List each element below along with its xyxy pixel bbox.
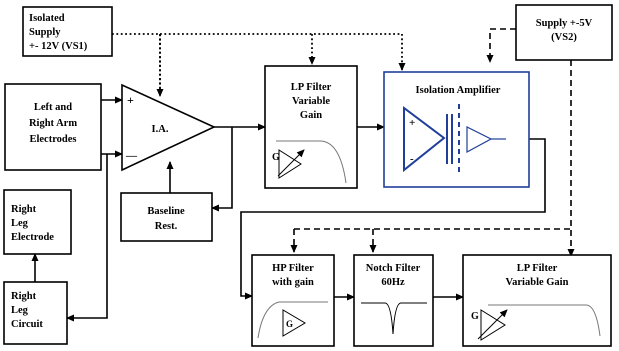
ia-to-baseline-feedback [211, 127, 233, 212]
electrodes-line-2: Right Arm [29, 118, 77, 129]
iso-input-amp-symbol [403, 106, 446, 173]
hp-filter-line-1: HP Filter [272, 263, 314, 274]
lp-filter-2-block: LP Filter Variable Gain G [462, 254, 612, 347]
supply-5v-block: Supply +-5V (VS2) [515, 4, 613, 61]
rl-circuit-line-2: Leg [11, 305, 29, 316]
lp-filter-2-gain-icon [480, 309, 506, 341]
rl-circuit-line-1: Right [11, 291, 37, 302]
iso-minus-sign: - [410, 153, 414, 165]
rl-electrode-line-2: Leg [11, 218, 29, 229]
connections [31, 28, 575, 322]
electrodes-line-1: Left and [34, 102, 72, 113]
baseline-line-1: Baseline [147, 206, 185, 217]
lp-filter-2-line-1: LP Filter [517, 263, 558, 274]
lp-filter-1-gain-icon [278, 149, 302, 179]
right-leg-electrode-block: Right Leg Electrode [3, 189, 72, 255]
electrodes-line-3: Electrodes [29, 134, 76, 145]
hp-filter-line-2: with gain [272, 277, 314, 288]
hp-filter-gain-icon [282, 309, 306, 337]
isolated-supply-line-1: Isolated [29, 13, 65, 24]
notch-filter-block: Notch Filter 60Hz [353, 254, 434, 347]
rl-electrode-line-3: Electrode [11, 232, 54, 243]
arm-electrodes-block: Left and Right Arm Electrodes [4, 83, 102, 171]
ia-label: I.A. [152, 124, 169, 135]
right-leg-circuit-block: Right Leg Circuit [3, 281, 68, 345]
ia-minus-sign: — [125, 150, 138, 162]
hp-filter-gain-letter: G [286, 319, 293, 329]
lp-filter-1-line-2: Variable [292, 96, 330, 107]
isolation-amplifier-block: Isolation Amplifier + - [383, 71, 530, 188]
hp-filter-block: HP Filter with gain G [251, 254, 335, 347]
vs2-to-iso-line [486, 28, 516, 63]
supply-5v-line-1: Supply +-5V [536, 18, 593, 29]
hp-filter-response-curve [257, 301, 328, 339]
notch-filter-line-2: 60Hz [381, 277, 405, 288]
iso-plus-sign: + [409, 117, 415, 129]
notch-filter-response-curve [361, 302, 427, 335]
supply-5v-line-2: (VS2) [551, 32, 577, 43]
lp-filter-1-line-1: LP Filter [291, 82, 332, 93]
baseline-line-2: Rest. [155, 221, 178, 232]
lp-filter-1-gain-letter: G [272, 152, 280, 163]
notch-filter-line-1: Notch Filter [366, 263, 421, 274]
lp-filter-1-gain-arrow [277, 149, 305, 177]
lp-filter-2-line-2: Variable Gain [506, 277, 569, 288]
vs1-to-ia-line [112, 33, 161, 92]
ia-plus-sign: + [127, 93, 134, 107]
lp-filter-2-response-curve [488, 304, 601, 337]
iso-out-to-hp [240, 138, 546, 300]
isolation-amp-label: Isolation Amplifier [416, 85, 501, 96]
isolated-supply-block: Isolated Supply +- 12V (VS1) [22, 6, 113, 57]
isolated-supply-line-3: +- 12V (VS1) [29, 41, 88, 52]
rl-electrode-line-1: Right [11, 204, 37, 215]
lp-filter-1-line-3: Gain [300, 110, 322, 121]
lp-filter-1-response-curve [276, 140, 347, 184]
baseline-restoration-block: Baseline Rest. [120, 192, 213, 242]
rl-circuit-line-3: Circuit [11, 319, 43, 330]
isolated-supply-line-2: Supply [29, 27, 61, 38]
ia-minus-to-rl-circuit [66, 154, 108, 322]
iso-output-amp-symbol [466, 126, 493, 154]
instrumentation-amplifier: + — I.A. [121, 83, 216, 172]
lp-filter-2-gain-arrow [477, 309, 508, 340]
lp-filter-1-block: LP Filter Variable Gain G [264, 65, 358, 189]
lp-filter-2-gain-letter: G [471, 311, 479, 322]
